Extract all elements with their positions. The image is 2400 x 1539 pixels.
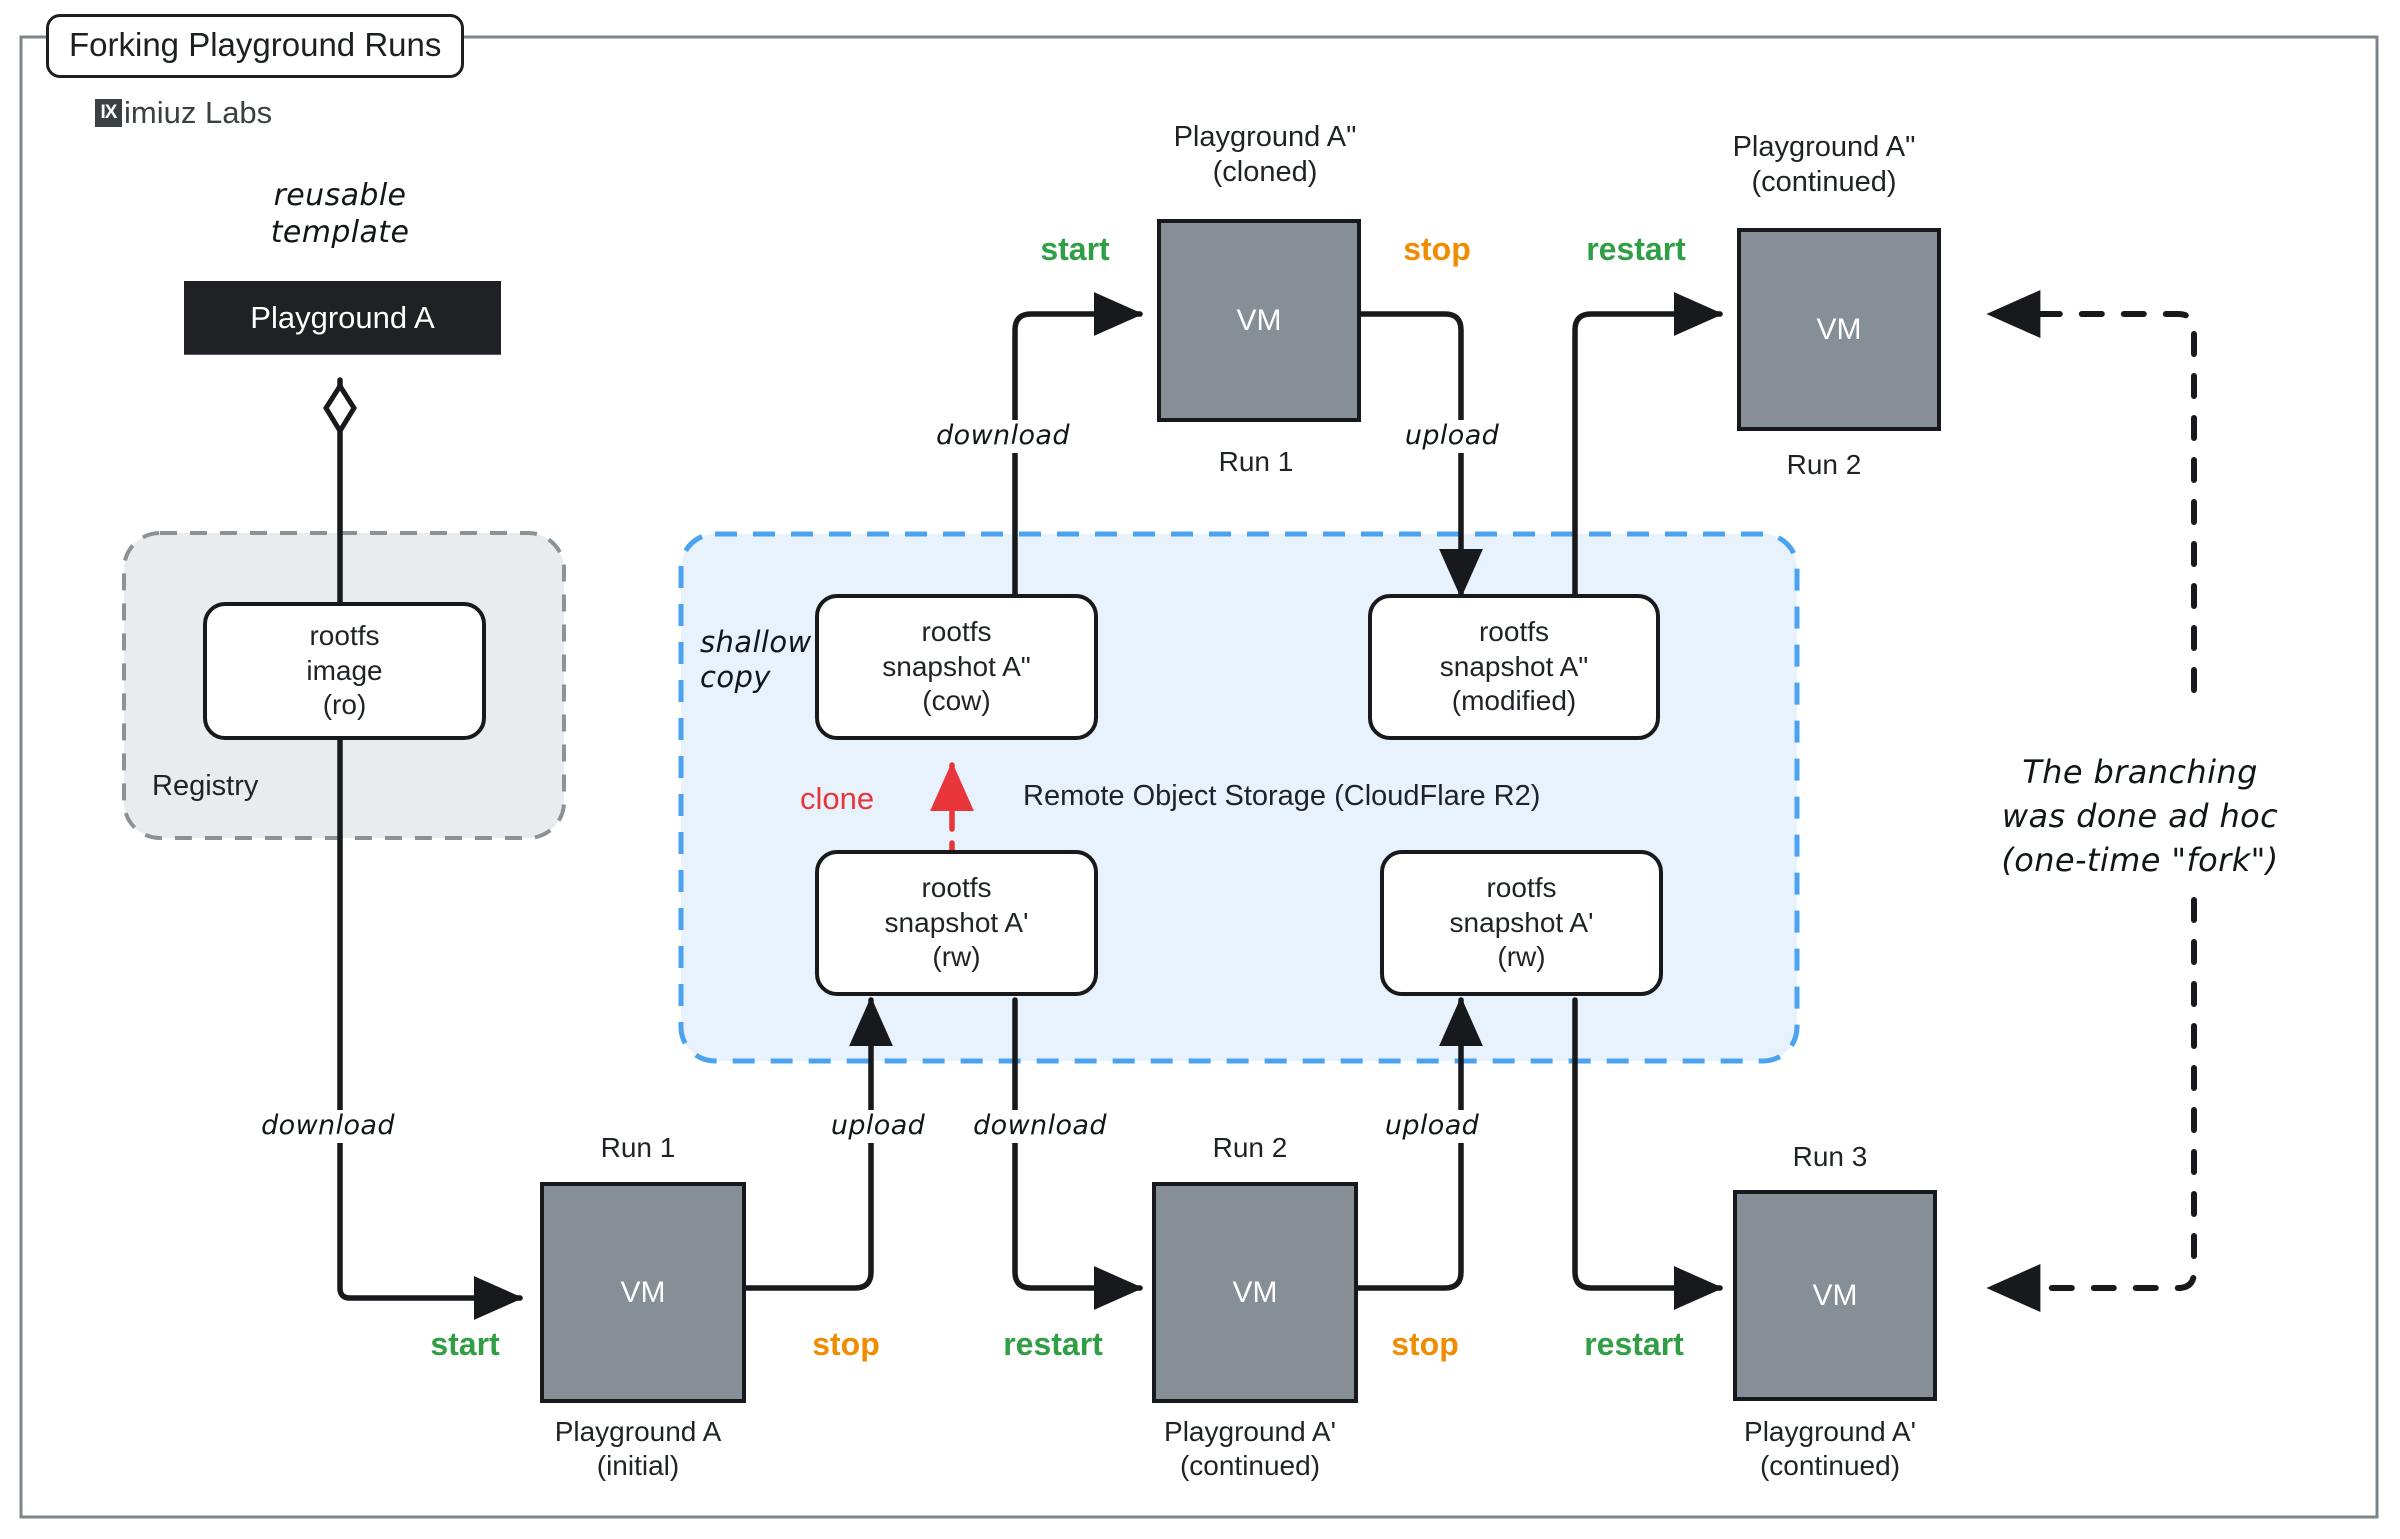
bot-run-1-vm: VM [540, 1182, 746, 1403]
registry-artifact: rootfs image (ro) [203, 602, 486, 740]
top-run-2-caption: Run 2 [1786, 449, 1862, 480]
top-run-1-action-stop: stop [1403, 231, 1471, 267]
edge-bot-run3-restart [1572, 997, 1724, 1310]
edge-bot-run1-upload [735, 996, 893, 1291]
registry-artifact-line3: (ro) [322, 689, 367, 721]
edge-fork-top [1986, 290, 2197, 693]
artifact-line2: snapshot A" [882, 650, 1031, 682]
bot-run-2-action-stop: stop [1391, 1326, 1459, 1362]
edge-top-run1-download [1012, 292, 1144, 598]
edge-registry-download [337, 729, 524, 1320]
artifact-line1: rootfs [1486, 871, 1557, 903]
top-run-1-caption: Run 1 [1218, 446, 1294, 477]
artifact-line3: (cow) [922, 685, 991, 717]
top-run-2-title: Playground A" (continued) [1732, 131, 1916, 199]
top-run-1-vm: VM [1157, 219, 1361, 422]
artifact-line3: (rw) [932, 941, 981, 973]
top-run-2-vm: VM [1737, 228, 1941, 431]
bot-run-1-action-start: start [430, 1326, 500, 1362]
aggregation-diamond [323, 381, 357, 436]
clone-label: clone [800, 781, 875, 816]
bot-run-2-action-restart: restart [1003, 1326, 1103, 1362]
artifact-line1: rootfs [921, 615, 992, 647]
artifact-line3: (rw) [1497, 941, 1546, 973]
top-run-1-action-start: start [1040, 231, 1110, 267]
bot-run-1-caption: Run 1 [600, 1132, 676, 1163]
registry-artifact-line2: image [306, 654, 383, 686]
bot-run-1-title: Playground A (initial) [554, 1416, 722, 1482]
vm-label: VM [620, 1275, 666, 1309]
artifact-line1: rootfs [1478, 615, 1550, 647]
edge-bot-run2-download [1012, 997, 1144, 1310]
bot-run-3-vm: VM [1733, 1190, 1937, 1401]
storage-artifact-snap-a1-rw-right: rootfs snapshot A' (rw) [1380, 850, 1663, 996]
edge-bot-run2-upload [1347, 996, 1483, 1291]
edge-fork-bottom [1986, 897, 2197, 1312]
bot-run-1-io-upload: upload [825, 1110, 931, 1143]
template-box-label: Playground A [250, 299, 435, 335]
artifact-line3: (modified) [1451, 685, 1577, 717]
top-run-1-io-upload: upload [1399, 420, 1505, 453]
vm-label: VM [1816, 312, 1862, 346]
brand: IX imiuz Labs [95, 95, 272, 131]
edge-top-run2-restart [1572, 292, 1724, 598]
top-run-1-io-download: download [931, 420, 1075, 453]
storage-artifact-snap-a1-rw-left: rootfs snapshot A' (rw) [815, 850, 1098, 996]
bot-run-3-action-restart: restart [1584, 1326, 1684, 1362]
brand-badge-icon: IX [95, 99, 122, 127]
vm-label: VM [1236, 303, 1282, 337]
top-run-2-action-restart: restart [1586, 231, 1686, 267]
bot-run-1-io-download: download [256, 1110, 400, 1143]
bot-run-2-caption: Run 2 [1212, 1132, 1288, 1163]
bot-run-1-action-stop: stop [812, 1326, 880, 1362]
shallow-copy-note: shallow copy [700, 625, 812, 695]
page-title: Forking Playground Runs [46, 14, 465, 78]
bot-run-2-io-upload: upload [1379, 1110, 1485, 1143]
vm-label: VM [1232, 1275, 1278, 1309]
reusable-template-note: reusable template [270, 178, 410, 250]
artifact-line2: snapshot A' [1449, 906, 1594, 938]
top-run-1-title: Playground A" (cloned) [1173, 121, 1357, 189]
storage-artifact-snap-a2-modified: rootfs snapshot A" (modified) [1368, 594, 1660, 740]
vm-label: VM [1812, 1278, 1858, 1312]
template-box: Playground A [184, 281, 501, 354]
registry-caption: Registry [152, 770, 259, 802]
artifact-line2: snapshot A' [884, 906, 1029, 938]
artifact-line1: rootfs [921, 871, 992, 903]
bot-run-2-title: Playground A' (continued) [1164, 1416, 1336, 1482]
bot-run-2-io-download: download [968, 1110, 1112, 1143]
brand-name: imiuz Labs [124, 95, 273, 130]
bot-run-3-caption: Run 3 [1792, 1141, 1868, 1172]
bot-run-3-title: Playground A' (continued) [1744, 1416, 1916, 1482]
artifact-line2: snapshot A" [1439, 650, 1589, 682]
fork-note: The branching was done ad hoc (one-time … [2001, 753, 2279, 880]
outer-frame [19, 35, 2379, 1519]
storage-caption: Remote Object Storage (CloudFlare R2) [1023, 780, 1541, 812]
bot-run-2-vm: VM [1152, 1182, 1358, 1403]
storage-artifact-snap-a2-cow: rootfs snapshot A" (cow) [815, 594, 1098, 740]
registry-artifact-line1: rootfs [309, 619, 380, 651]
edge-top-run1-upload [1347, 311, 1483, 599]
